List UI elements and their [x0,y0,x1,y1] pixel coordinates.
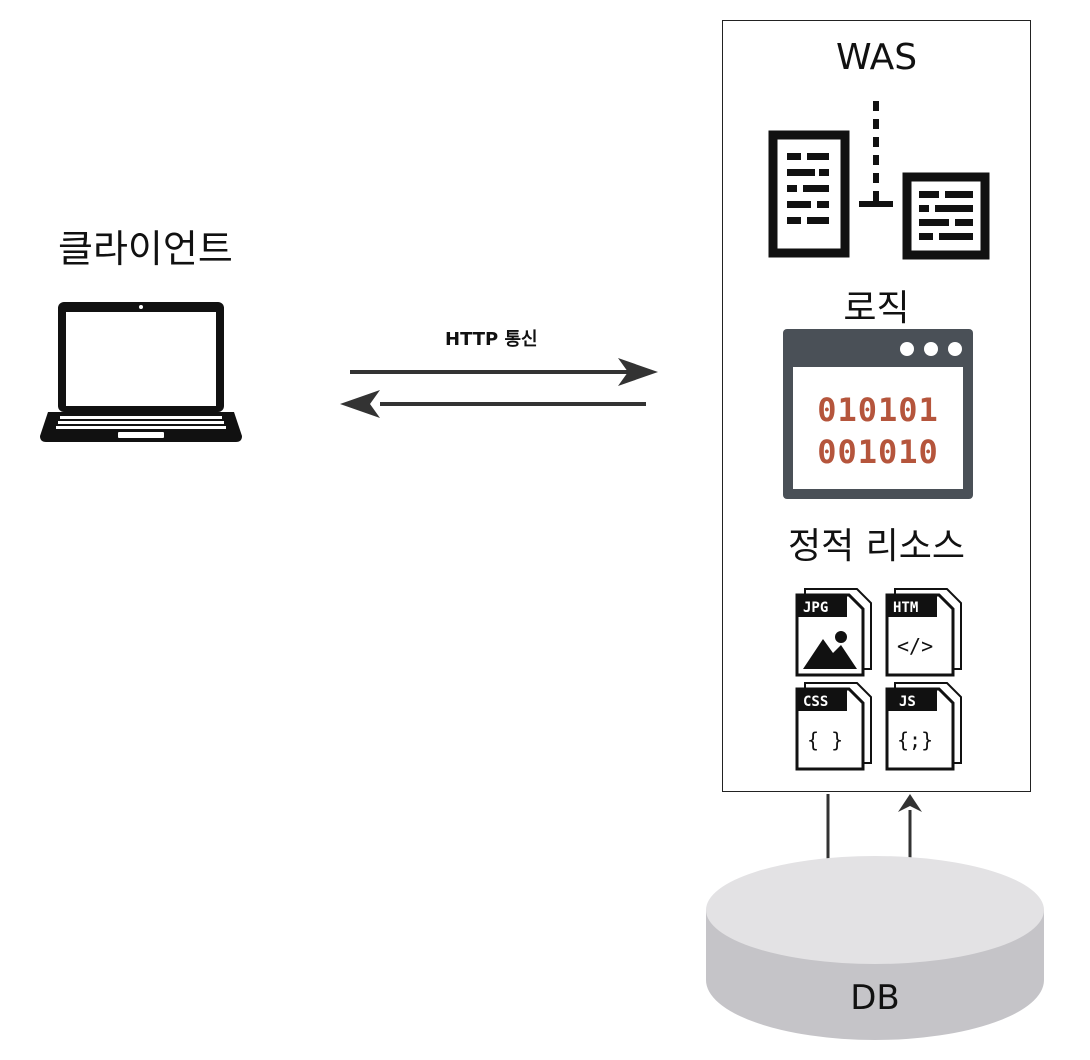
file-tag: JS [899,694,916,710]
laptop-icon [40,302,242,442]
code-line: 010101 [817,391,939,429]
file-tag: CSS [803,694,828,710]
server-icon [768,101,990,260]
css-file-icon: CSS { } [795,682,872,771]
was-title: WAS [835,37,918,78]
code-line: 001010 [817,433,939,471]
static-resources-title: 정적 리소스 [787,526,966,567]
file-tag: JPG [803,600,828,616]
file-body: </> [897,634,933,658]
window-dot-icon [900,342,914,356]
result-arrowhead [898,794,922,812]
window-dot-icon [924,342,938,356]
was-box: WAS 로직 [722,20,1031,792]
window-dot-icon [948,342,962,356]
database-icon [706,856,1044,1040]
file-body: {;} [897,728,933,752]
code-window: 010101 001010 [783,329,973,499]
db-label: DB [850,978,900,1018]
request-arrowhead [618,358,658,386]
response-arrowhead [340,390,380,418]
js-file-icon: JS {;} [885,682,962,771]
htm-file-icon: HTM </> [885,588,962,677]
http-arrows [340,358,658,418]
file-body: { } [807,728,843,752]
file-tag: HTM [893,600,918,616]
browser-window-icon [783,329,973,499]
client-label: 클라이언트 [58,227,233,271]
static-files: JPG HTM </> CSS { } JS {;} [795,588,962,771]
jpg-file-icon: JPG [795,588,872,677]
logic-title: 로직 [843,288,910,329]
http-label: HTTP 통신 [445,329,538,350]
